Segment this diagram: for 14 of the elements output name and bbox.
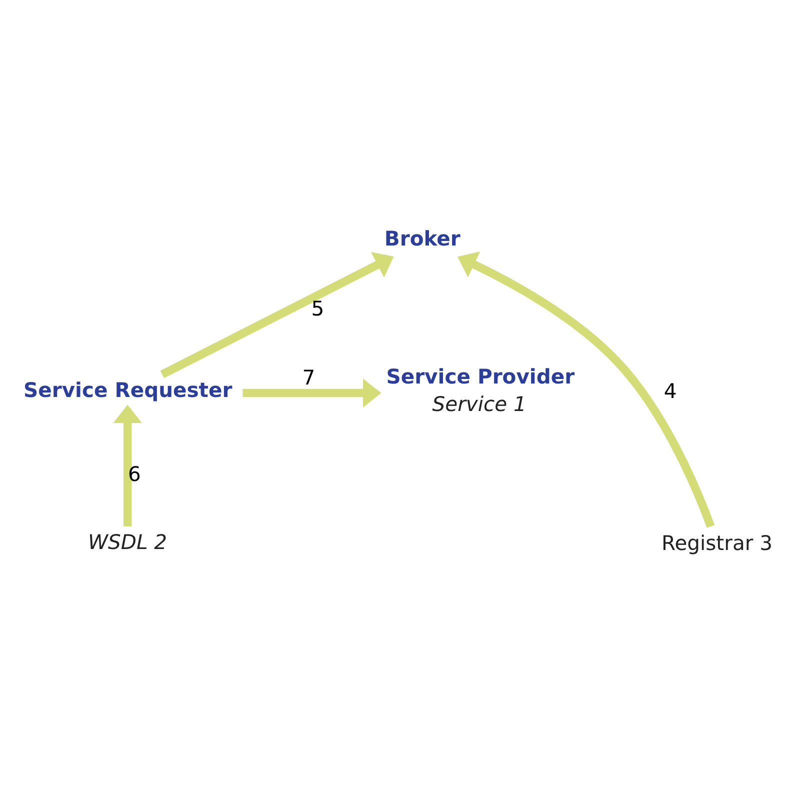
- node-text: WSDL 2: [88, 530, 168, 554]
- arrow: [160, 252, 394, 378]
- arrow: [113, 404, 142, 526]
- edge-label: 6: [128, 462, 141, 486]
- arrow: [458, 251, 715, 528]
- node-label: Service 1: [432, 392, 526, 416]
- node-text: Registrar 3: [662, 531, 773, 556]
- node-text: Service Provider: [386, 364, 575, 388]
- edge-label: 5: [311, 296, 324, 320]
- edge-label: 7: [302, 365, 316, 390]
- node-text: Service Requester: [24, 378, 232, 402]
- arrow: [242, 378, 382, 408]
- edge-label: 4: [664, 379, 677, 404]
- node-text: Broker: [384, 226, 460, 250]
